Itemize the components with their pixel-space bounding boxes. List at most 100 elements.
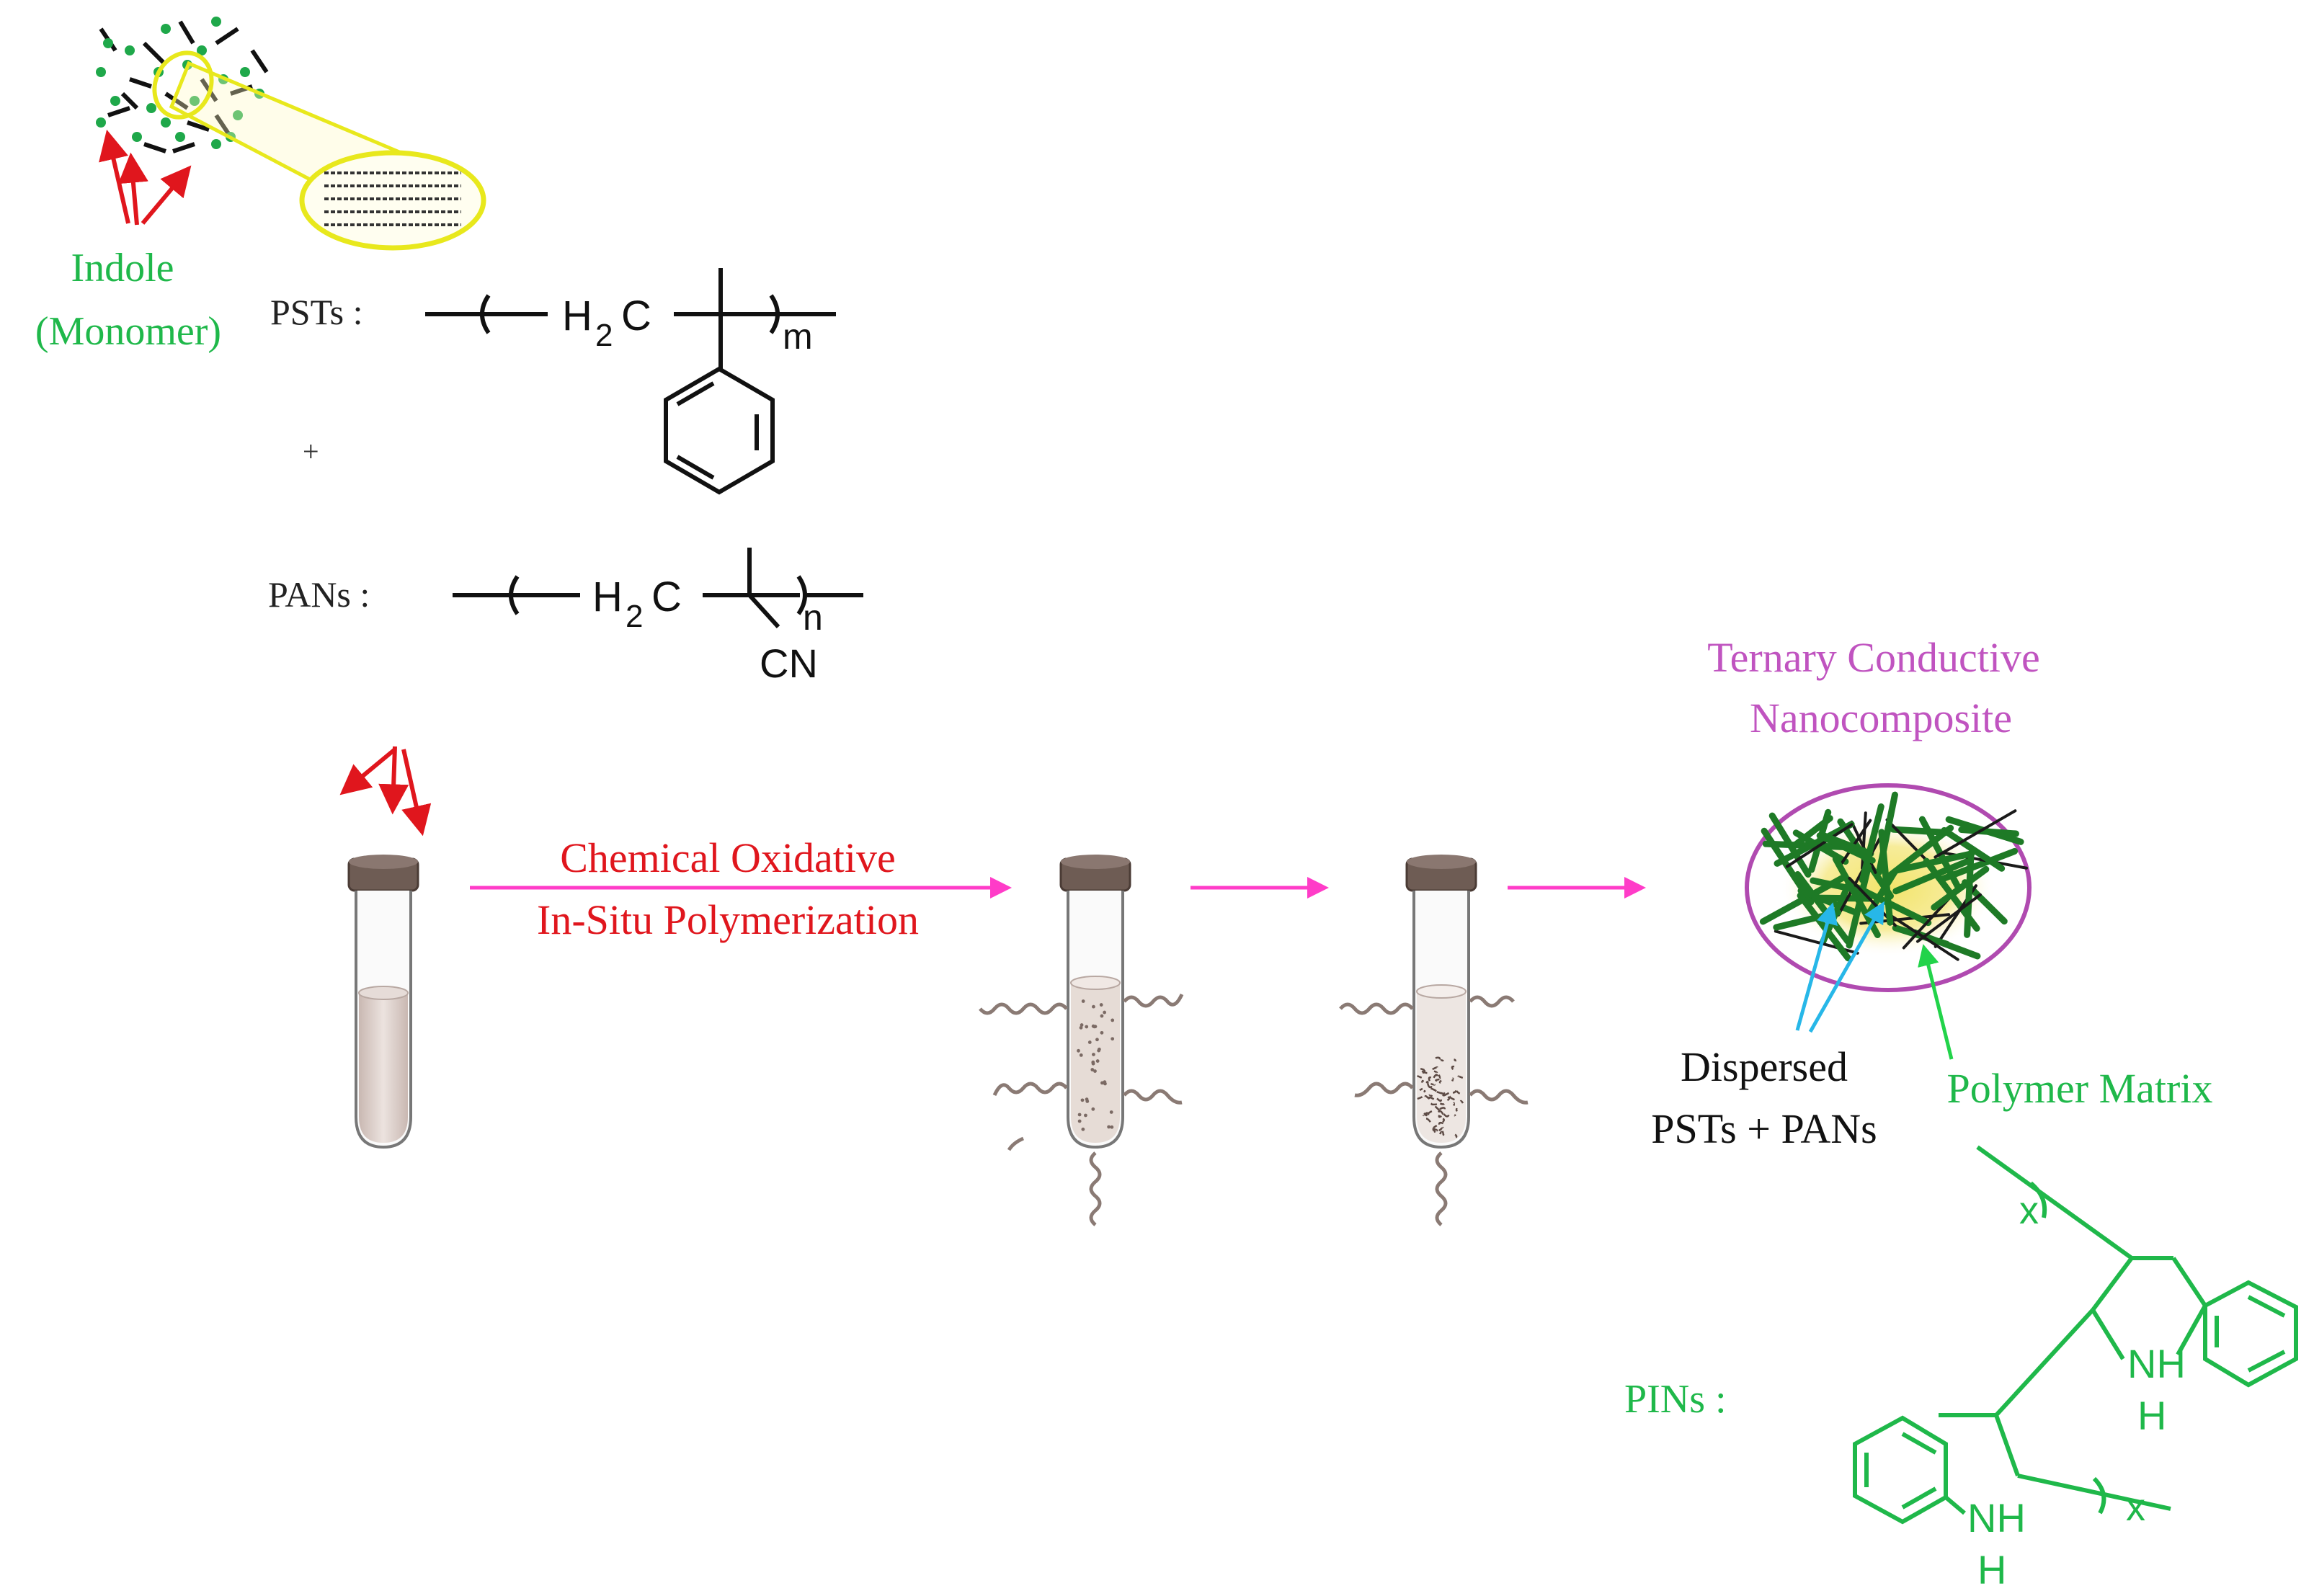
indole-dot: [103, 38, 113, 48]
dispersion-dot: [1090, 1068, 1095, 1071]
pans-c: C: [651, 574, 682, 620]
matrix-fiber: [1797, 892, 1851, 962]
matrix-fiber: [1945, 816, 2024, 845]
nanotube-rod: [172, 142, 195, 153]
filler-rod: [1840, 819, 1872, 865]
polymer-matrix-label: Polymer Matrix: [1947, 1065, 2213, 1112]
indole-dot: [211, 139, 221, 149]
precipitate-fiber: [1424, 1095, 1429, 1099]
pans-repeat: n: [803, 597, 823, 638]
pins-h-top: H: [2137, 1393, 2166, 1438]
dispersion-dot: [1093, 1069, 1097, 1073]
nanotube-rod: [187, 120, 210, 132]
matrix-fiber: [1816, 832, 1876, 864]
precipitate-fiber: [1451, 1065, 1455, 1071]
precipitate-fiber: [1419, 1087, 1423, 1092]
dispersion-dot: [1077, 1119, 1082, 1123]
dispersion-dot: [1097, 1047, 1101, 1051]
precipitate-fiber: [1430, 1087, 1437, 1092]
precipitate-fiber: [1454, 1133, 1458, 1138]
precipitate-fiber: [1425, 1080, 1429, 1084]
precipitate-fiber: [1449, 1095, 1455, 1101]
psts-structure: [425, 268, 836, 495]
dispersion-dot: [1100, 1014, 1104, 1018]
nanotube-rod: [178, 20, 195, 45]
indole-dot: [161, 117, 171, 128]
nanotube-zoom-callout: [152, 50, 486, 251]
precipitate-fiber: [1423, 1069, 1428, 1074]
matrix-fiber: [1964, 850, 1975, 938]
feed-arrows: [339, 746, 432, 837]
dispersion-dot: [1081, 999, 1085, 1003]
precipitate-fiber: [1427, 1110, 1433, 1115]
precipitate-fiber: [1426, 1083, 1433, 1089]
precipitate-fiber: [1417, 1096, 1423, 1100]
precipitate-fiber: [1443, 1092, 1450, 1097]
precipitate-fiber: [1433, 1125, 1438, 1129]
matrix-fiber: [1768, 812, 1812, 878]
matrix-fiber: [1941, 826, 2006, 872]
dispersion-dot: [1080, 1023, 1084, 1027]
matrix-fiber: [1797, 887, 1859, 916]
precipitate-fiber: [1442, 1118, 1446, 1123]
psts-repeat: m: [783, 316, 813, 357]
dispersion-dot: [1103, 1080, 1107, 1084]
process-line2: In-Situ Polymerization: [537, 896, 919, 943]
nanotube-rod: [215, 27, 239, 45]
precipitate-fiber: [1428, 1076, 1432, 1082]
psts-h-subscript: 2: [595, 318, 613, 353]
dispersion-dot: [1091, 1107, 1095, 1111]
matrix-fiber: [1931, 865, 1990, 911]
precipitate-fiber: [1438, 1074, 1441, 1079]
product-line2: Nanocomposite: [1750, 695, 2012, 741]
precipitate-fiber: [1435, 1056, 1441, 1060]
dispersion-dot: [1103, 1010, 1107, 1015]
indole-dot: [175, 132, 185, 142]
dispersion-dot: [1095, 1038, 1099, 1042]
precipitate-fiber: [1438, 1121, 1444, 1125]
dispersed-arrows: [1795, 901, 1884, 1033]
matrix-fiber: [1774, 821, 1855, 867]
pins-repeat-top: x: [2019, 1189, 2039, 1232]
pans-h: H: [592, 574, 623, 620]
precipitate-fiber: [1432, 1128, 1438, 1132]
nanotube-rod: [250, 49, 269, 73]
dispersion-dot: [1092, 1053, 1095, 1056]
precipitate-fiber: [1439, 1107, 1446, 1110]
dispersion-dot: [1109, 1110, 1113, 1114]
nanotube-rod: [129, 77, 152, 89]
precipitate-fiber: [1423, 1112, 1428, 1117]
precipitate-fiber: [1423, 1111, 1428, 1117]
pans-cn-group: CN: [760, 641, 818, 686]
precipitate-fiber: [1439, 1131, 1442, 1135]
precipitate-fiber: [1425, 1118, 1431, 1123]
indole-dot: [197, 45, 207, 55]
monomer-arrows: [99, 129, 192, 226]
precipitate-fiber: [1432, 1128, 1436, 1133]
precipitate-fiber: [1430, 1102, 1438, 1106]
nanotube-rod: [120, 92, 139, 110]
indole-dot: [240, 67, 250, 77]
filler-rod: [1933, 809, 2017, 859]
pans-structure: [453, 548, 863, 629]
psts-h: H: [562, 293, 592, 339]
dispersion-dot: [1077, 1048, 1080, 1053]
precipitate-fiber: [1455, 1107, 1458, 1112]
dispersion-dot: [1111, 1037, 1115, 1041]
pans-h-subscript: 2: [626, 599, 643, 634]
pins-label: PINs :: [1624, 1377, 1727, 1422]
precipitate-fiber: [1432, 1066, 1438, 1071]
dispersion-dot: [1084, 1113, 1087, 1118]
indole-dot: [96, 67, 106, 77]
filler-rod: [1915, 893, 1982, 943]
dispersion-dot: [1107, 1125, 1111, 1129]
dispersion-dot: [1099, 1003, 1103, 1007]
dispersion-dot: [1093, 1025, 1096, 1029]
test-tube-initial: [347, 855, 419, 1149]
dispersion-dot: [1079, 1025, 1083, 1030]
indole-dot: [125, 45, 135, 55]
monomer-cluster: [96, 17, 269, 153]
matrix-fiber: [1878, 829, 1894, 926]
precipitate-fiber: [1428, 1094, 1433, 1097]
